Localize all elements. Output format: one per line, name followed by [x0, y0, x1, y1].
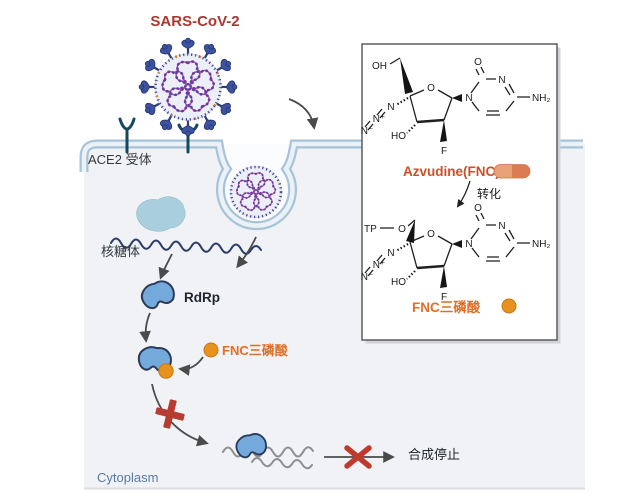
- sars-cov-2-virion: [138, 36, 238, 137]
- fnc-tp-label: FNC三磷酸: [222, 343, 289, 358]
- arrow-mrna-to-rdrp: [158, 253, 173, 280]
- atom-ring-o: O: [427, 83, 435, 94]
- arrow-fnc-to-rdrp: [178, 356, 204, 376]
- atom-nh2: NH₂: [532, 93, 550, 104]
- viral-mrna-strand: [110, 237, 262, 255]
- arrow-conversion: [456, 180, 471, 208]
- endocytosed-virion: [229, 165, 283, 219]
- synthesis-stop-label: 合成停止: [408, 447, 460, 462]
- blocked-x-icon: [344, 445, 372, 469]
- atom-tp: TP: [364, 224, 377, 235]
- atom-f-b: F: [441, 292, 447, 303]
- atom-azide-n3b: N⁻: [361, 272, 374, 283]
- fnc-tp-panel-dot: [501, 298, 517, 314]
- rdrp-with-fnc: [136, 344, 174, 379]
- fnc-tp-panel-label: FNC三磷酸: [412, 299, 481, 315]
- conversion-label: 转化: [477, 186, 501, 201]
- atom-n1b: N: [465, 239, 472, 250]
- ace2-receptor: [118, 117, 136, 154]
- azvudine-label: Azvudine(FNC): [403, 164, 500, 179]
- atom-n3: N: [498, 75, 505, 86]
- atom-oh: OH: [372, 61, 387, 72]
- cell-membrane: [79, 144, 583, 480]
- atom-ho: HO: [391, 131, 406, 142]
- ribosome: [136, 196, 186, 232]
- arrow-vesicle-to-mrna: [236, 236, 257, 269]
- atom-nh2b: NH₂: [532, 239, 550, 250]
- atom-carbonyl-o2: O: [474, 203, 482, 214]
- atom-n3b: N: [498, 221, 505, 232]
- atom-carbonyl-o: O: [474, 57, 482, 68]
- fnc-tp-legend-dot: [203, 342, 219, 358]
- molecule-azvudine: OH O O N N NH₂ N N⁺ N⁻ HO F: [361, 57, 551, 157]
- drug-panel: OH O O N N NH₂ N N⁺ N⁻ HO F Azvudine(FNC…: [361, 43, 561, 344]
- inhibition-cross-icon: [155, 399, 185, 429]
- atom-azide-n1: N: [387, 102, 394, 113]
- atom-o-link: O: [398, 224, 406, 235]
- atom-azide-n3: N⁻: [361, 126, 374, 137]
- rdrp-label: RdRp: [184, 290, 220, 305]
- ace2-label: ACE2 受体: [88, 152, 152, 167]
- atom-azide-n1b: N: [387, 248, 394, 259]
- atom-f: F: [441, 146, 447, 157]
- atom-ho-b: HO: [391, 277, 406, 288]
- panel-box: [361, 43, 558, 341]
- atom-azide-n2b: N⁺: [373, 260, 386, 271]
- capsule-icon: [493, 164, 531, 179]
- stalled-complex: [222, 431, 314, 470]
- atom-n1: N: [465, 93, 472, 104]
- atom-azide-n2: N⁺: [373, 114, 386, 125]
- atom-ring-o2: O: [427, 229, 435, 240]
- cytoplasm-label: Cytoplasm: [97, 470, 158, 485]
- arrow-rdrp-down: [139, 312, 151, 343]
- bound-fnc-tp-dot: [158, 363, 174, 379]
- ribosome-label: 核糖体: [101, 244, 140, 259]
- molecule-fnc-tp: TP O O O N N NH₂ N N⁺ N⁻ HO F: [361, 203, 551, 303]
- virus-title: SARS-CoV-2: [150, 13, 239, 30]
- arrow-virus-to-pit: [288, 98, 319, 130]
